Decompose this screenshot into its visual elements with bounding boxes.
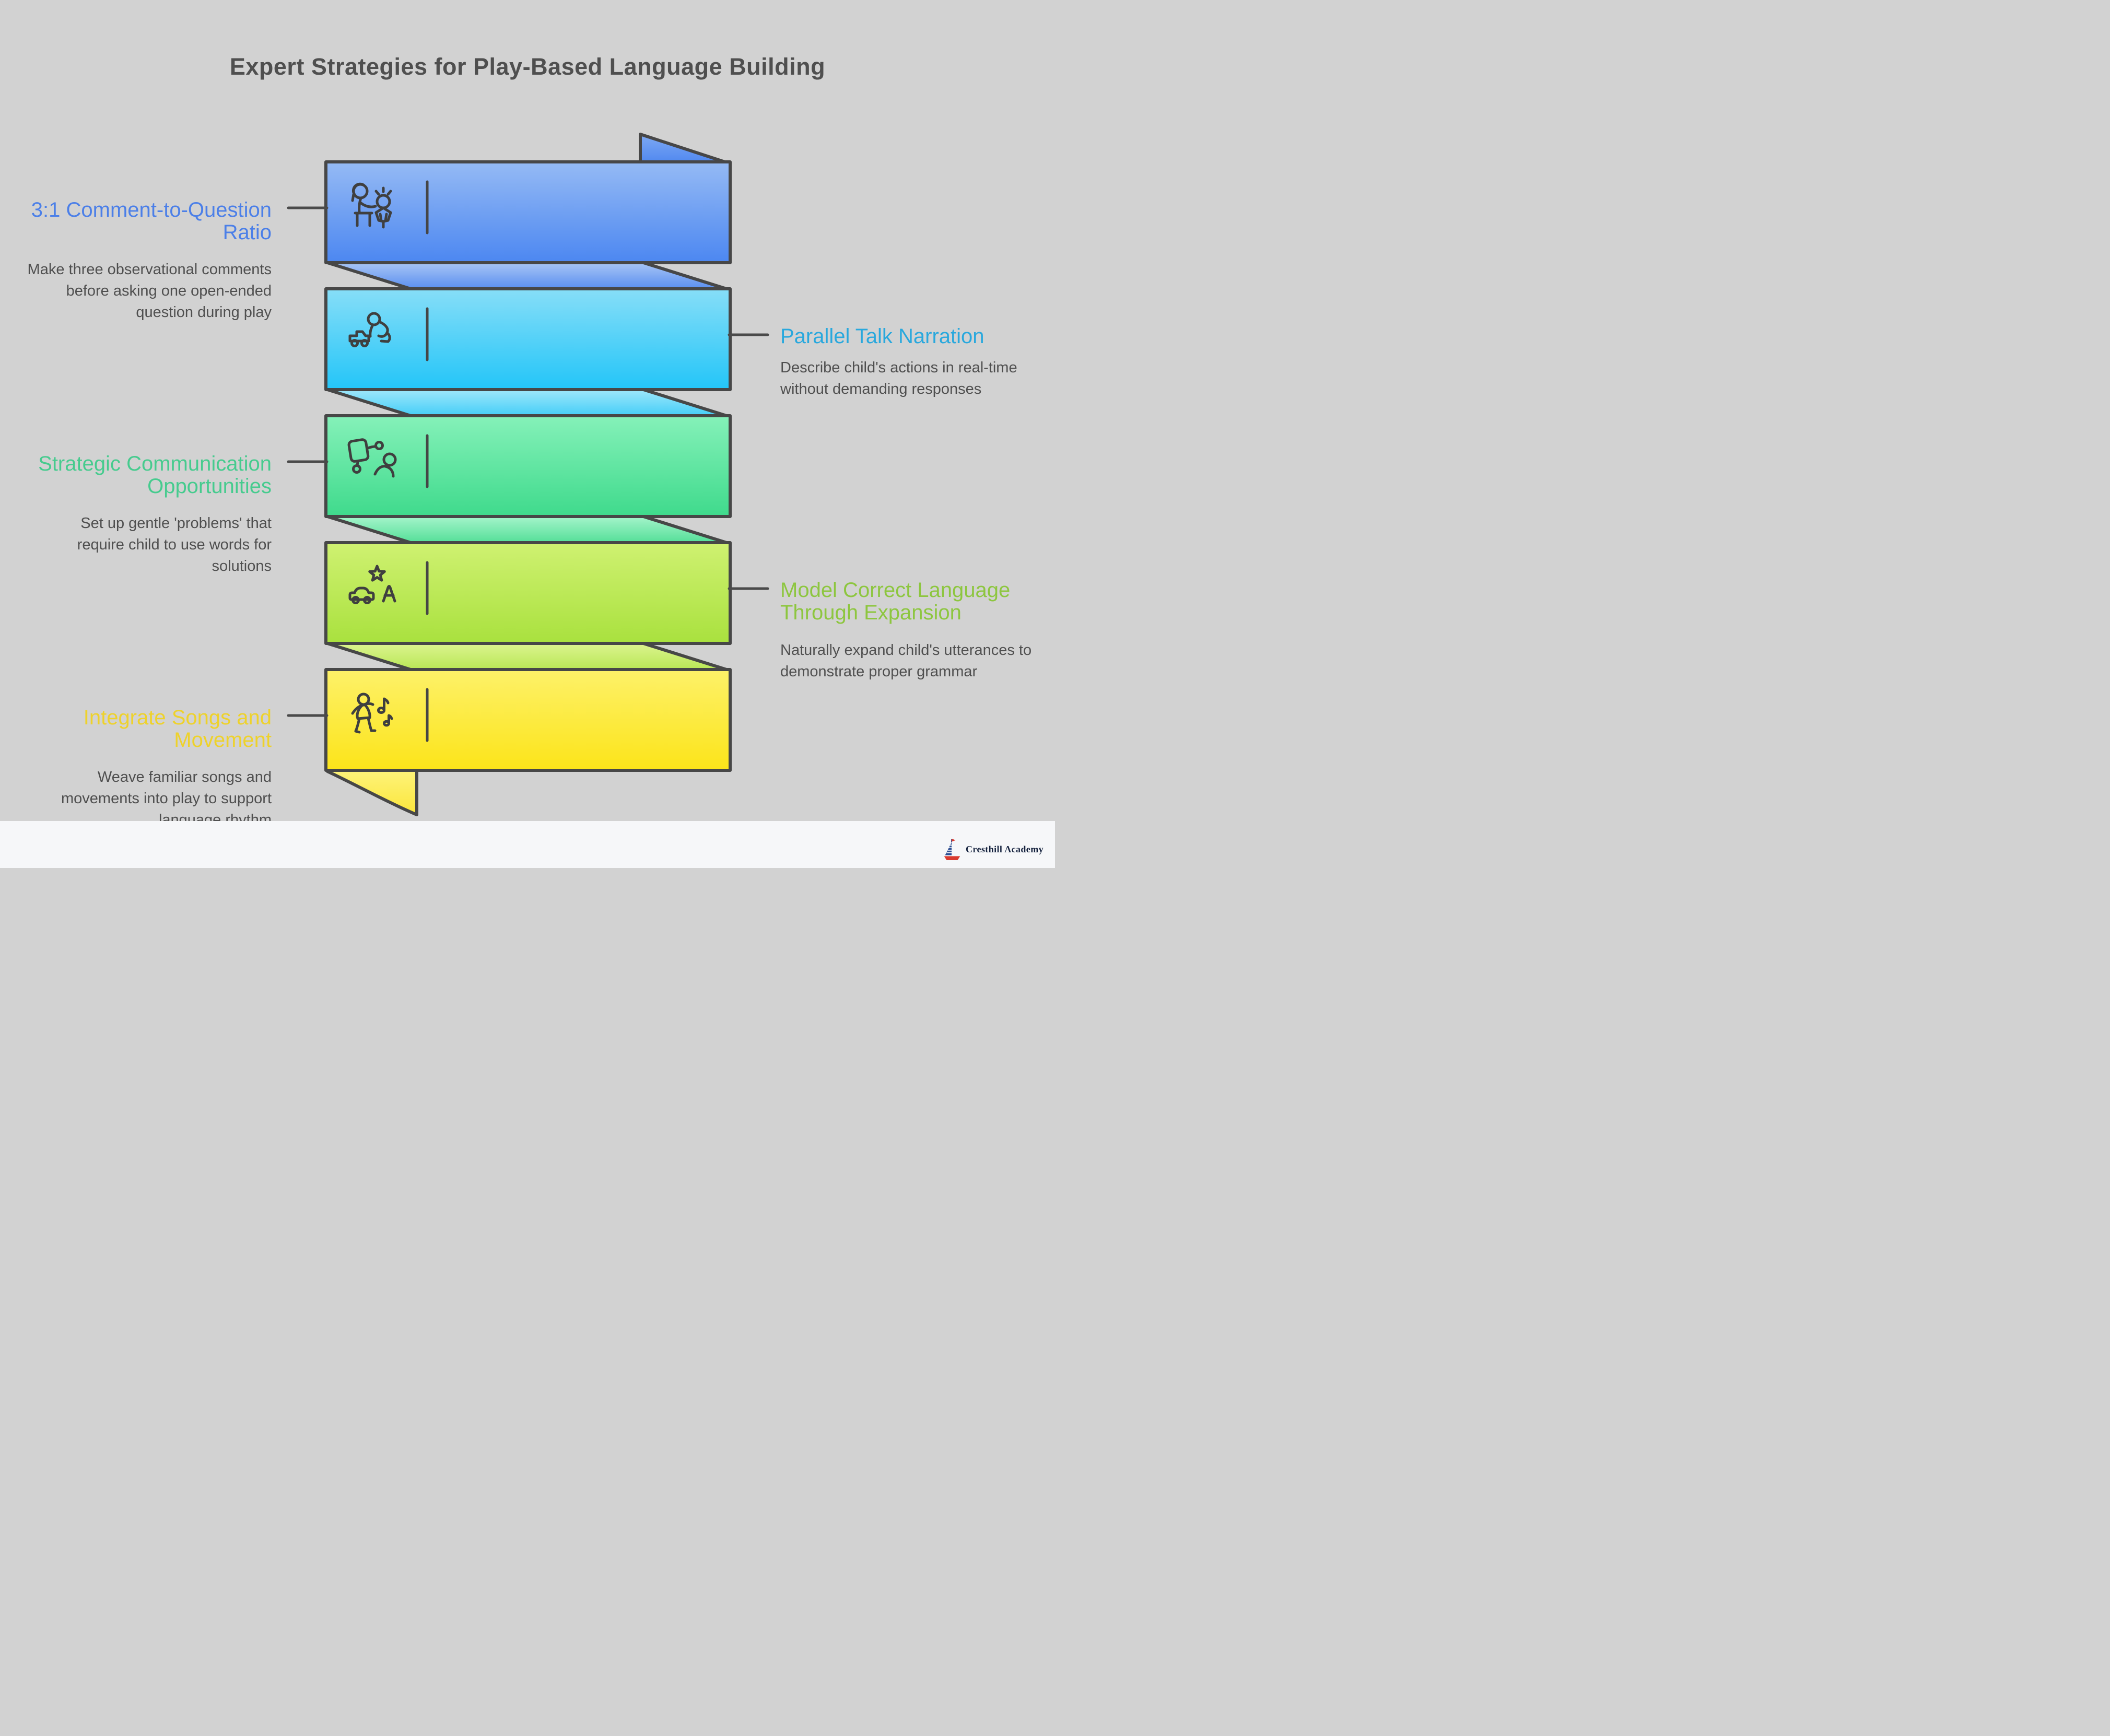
item-5-description: Weave familiar songs and movements into …: [61, 769, 272, 828]
item-4-label: Model Correct Language Through Expansion: [780, 579, 1011, 624]
item-2-label: Parallel Talk Narration: [780, 325, 984, 348]
brand-name: Cresthill Academy: [966, 843, 1044, 854]
brand-logo: Cresthill Academy: [942, 838, 1044, 861]
item-2-description: Describe child's actions in real-time wi…: [780, 359, 1017, 397]
star-car-letter-icon: [348, 565, 396, 604]
caregiver-child-icon: [351, 182, 392, 229]
ribbon-tail: [326, 769, 418, 816]
infographic-page: { "title": "Expert Strategies for Play-B…: [0, 0, 1055, 868]
dancing-child-music-icon: [351, 693, 393, 734]
page-title: Expert Strategies for Play-Based Languag…: [229, 53, 826, 80]
sailboat-icon: [944, 838, 960, 861]
ribbon-fold-1: [326, 261, 728, 290]
ribbon-2: [324, 287, 732, 391]
item-3-description: Set up gentle 'problems' that require ch…: [77, 515, 272, 574]
item-5-label: Integrate Songs and Movement: [83, 706, 272, 752]
item-3-label: Strategic Communication Opportunities: [38, 452, 272, 498]
ribbon-3: [324, 414, 732, 518]
ribbon-diagram: [287, 133, 769, 816]
crawling-child-toy-car-icon: [348, 312, 391, 347]
ribbon-fold-3: [326, 515, 728, 544]
item-1-description: Make three observational comments before…: [27, 261, 272, 321]
ribbon-1: [324, 160, 732, 264]
item-4-description: Naturally expand child's utterances to d…: [780, 642, 1032, 680]
item-1-label: 3:1 Comment-to-Question Ratio: [31, 198, 272, 244]
ribbon-flap: [639, 133, 730, 165]
communication-board-person-icon: [347, 438, 397, 478]
ribbon-fold-4: [326, 642, 728, 671]
footer-strip: [0, 821, 1055, 868]
ribbon-fold-2: [326, 388, 728, 417]
ribbon-5: [324, 668, 732, 772]
